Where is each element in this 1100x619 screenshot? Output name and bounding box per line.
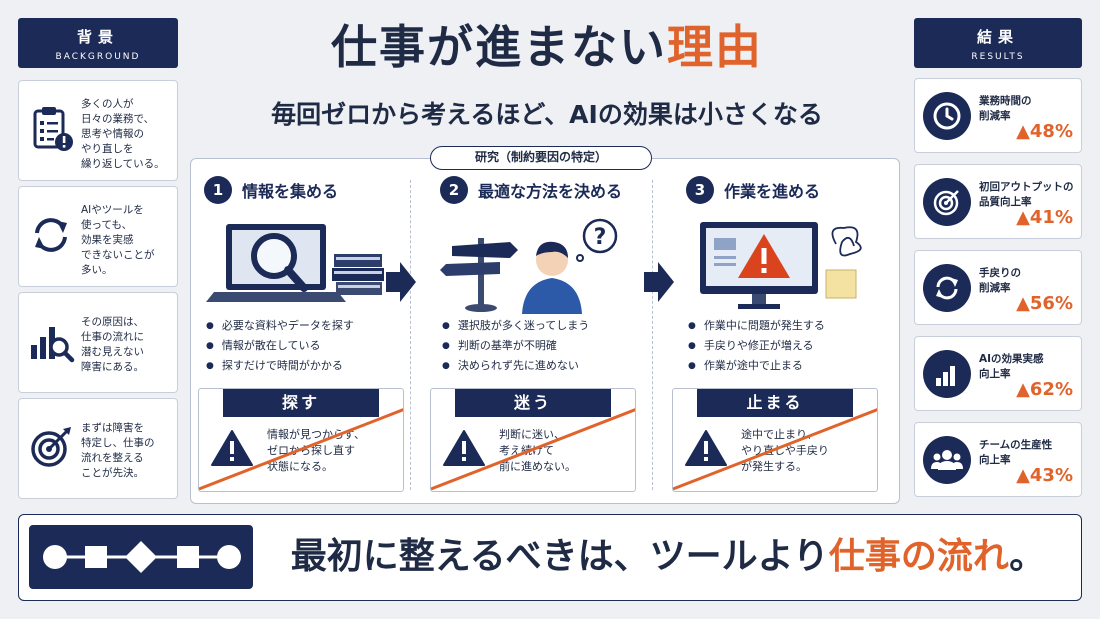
step-divider <box>410 180 411 490</box>
step-number: 3 <box>686 176 714 204</box>
strike-line <box>199 408 403 491</box>
results-heading: 結果 RESULTS <box>914 18 1082 68</box>
arrow-right-icon <box>386 262 416 302</box>
target-icon <box>933 190 959 216</box>
conclusion-text: 最初に整えるべきは、ツールより仕事の流れ。 <box>290 536 1046 577</box>
svg-text:?: ? <box>594 225 607 250</box>
background-heading: 背景 BACKGROUND <box>18 18 178 68</box>
constraint-tag: 探す <box>223 389 379 417</box>
refresh-icon <box>35 218 67 252</box>
warning-icon <box>211 430 253 466</box>
constraint-box-1: 探す 情報が見つからず、ゼロから探し直す状態になる。 <box>198 388 404 492</box>
result-value: ▲56% <box>1016 293 1073 314</box>
result-item-3: 手戻りの削減率 ▲56% <box>914 250 1082 325</box>
arrow-right-icon <box>644 262 674 302</box>
step-bullets: 作業中に問題が発生する 手戻りや修正が増える 作業が途中で止まる <box>688 316 888 376</box>
background-item-2: AIやツールを使っても、効果を実感できないことが多い。 <box>18 186 178 287</box>
bar-chart-icon <box>936 366 955 386</box>
result-item-4: AIの効果実感向上率 ▲62% <box>914 336 1082 411</box>
step-title: 最適な方法を決める <box>478 182 623 201</box>
constraint-text: 途中で止まり、やり直しや手戻りが発生する。 <box>741 428 829 473</box>
result-value: ▲48% <box>1016 121 1073 142</box>
target-icon <box>31 427 71 467</box>
step-title: 作業を進める <box>724 182 821 201</box>
constraint-box-3: 止まる 途中で止まり、やり直しや手戻りが発生する。 <box>672 388 878 492</box>
workflow-icon <box>29 525 253 589</box>
page-title: 仕事が進まない理由 <box>331 20 763 74</box>
strike-line <box>431 408 635 491</box>
step-bullets: 選択肢が多く迷ってしまう 判断の基準が不明確 決められず先に進めない <box>442 316 642 376</box>
conclusion-banner: 最初に整えるべきは、ツールより仕事の流れ。 <box>18 514 1082 601</box>
constraint-tag: 止まる <box>697 389 853 417</box>
strike-line <box>673 408 877 491</box>
result-value: ▲62% <box>1016 379 1073 400</box>
warning-icon <box>685 430 727 466</box>
result-value: ▲43% <box>1016 465 1073 486</box>
background-item-3: その原因は、仕事の流れに潜む見えない障害にある。 <box>18 292 178 393</box>
result-item-5: チームの生産性向上率 ▲43% <box>914 422 1082 497</box>
research-label: 研究（制約要因の特定） <box>430 146 652 170</box>
constraint-box-2: 迷う 判断に迷い、考え続けて前に進めない。 <box>430 388 636 492</box>
team-icon <box>931 450 963 470</box>
result-item-1: 業務時間の削減率 ▲48% <box>914 78 1082 153</box>
result-value: ▲41% <box>1016 207 1073 228</box>
clock-icon <box>933 102 961 130</box>
warning-icon <box>443 430 485 466</box>
page-subtitle: 毎回ゼロから考えるほど、AIの効果は小さくなる <box>271 100 823 129</box>
background-item-4: まずは障害を特定し、仕事の流れを整えることが先決。 <box>18 398 178 499</box>
step-bullets: 必要な資料やデータを探す 情報が散在している 探すだけで時間がかかる <box>206 316 406 376</box>
step-title: 情報を集める <box>242 182 339 201</box>
signpost-person-icon: ? <box>440 218 618 314</box>
clipboard-alert-icon <box>33 107 73 151</box>
result-item-2: 初回アウトプットの品質向上率 ▲41% <box>914 164 1082 239</box>
chart-magnifier-icon <box>31 327 75 363</box>
constraint-tag: 迷う <box>455 389 611 417</box>
step-number: 1 <box>204 176 232 204</box>
monitor-warning-icon <box>700 222 862 309</box>
step-number: 2 <box>440 176 468 204</box>
step-divider <box>652 180 653 490</box>
refresh-icon <box>936 276 958 300</box>
laptop-magnifier-icon <box>206 224 384 302</box>
background-item-1: 多くの人が日々の業務で、思考や情報のやり直しを繰り返している。 <box>18 80 178 181</box>
